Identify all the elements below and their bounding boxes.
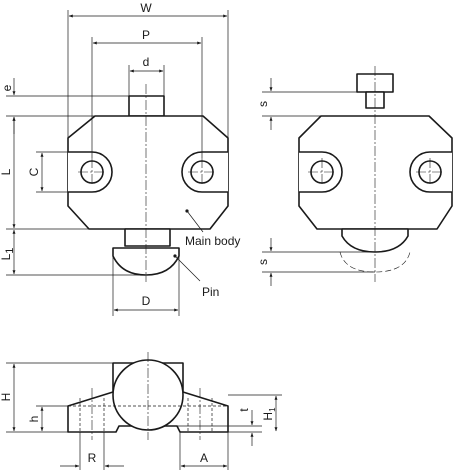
dim-C: C	[27, 151, 68, 193]
dim-A-label: A	[200, 451, 208, 465]
left-mounting-bore	[68, 151, 113, 193]
dim-H: H	[0, 362, 113, 433]
dim-L1-sub: 1	[4, 248, 16, 254]
dim-H1-sub: 1	[268, 407, 277, 412]
dim-t-label: t	[237, 408, 251, 412]
dim-H1-label: H	[261, 412, 275, 421]
dim-C-label: C	[27, 167, 41, 176]
dim-H-label: H	[0, 393, 13, 402]
right-mounting-bore	[181, 151, 228, 193]
dim-W-label: W	[140, 1, 152, 15]
dim-e-label: e	[0, 84, 14, 91]
dim-d-label: d	[143, 55, 150, 69]
svg-text:H1: H1	[261, 407, 277, 421]
dim-s-top-label: s	[256, 101, 270, 107]
dim-h: h	[27, 405, 68, 432]
dim-P-label: P	[142, 28, 150, 42]
dim-D-label: D	[142, 294, 151, 308]
dim-L1-label: L	[0, 253, 13, 260]
dim-h-label: h	[27, 416, 41, 423]
dim-s-bottom-label: s	[256, 259, 270, 265]
dim-P: P	[91, 28, 203, 158]
side-view: s s	[256, 66, 453, 286]
dim-t: t	[177, 408, 262, 446]
callout-pin-label: Pin	[202, 285, 219, 299]
front-view: W P d e L	[0, 1, 240, 316]
svg-text:L1: L1	[0, 248, 16, 261]
dim-A: A	[179, 432, 229, 470]
dim-L1: L1	[0, 229, 146, 276]
callout-main-body: Main body	[185, 209, 240, 248]
dim-D: D	[112, 256, 180, 316]
dim-L: L	[0, 116, 89, 230]
bottom-view: H h R A t	[0, 352, 282, 470]
top-knob	[128, 95, 165, 117]
dim-R-label: R	[88, 451, 97, 465]
side-right-bore	[409, 151, 452, 193]
dim-R: R	[60, 432, 124, 470]
dim-s-bottom: s	[256, 238, 375, 286]
dim-s-top: s	[256, 78, 357, 130]
dim-d: d	[128, 55, 165, 96]
dim-H1: H1	[228, 394, 282, 432]
callout-pin: Pin	[173, 254, 219, 299]
side-pin-phantom	[339, 251, 411, 273]
dim-W: W	[67, 1, 229, 138]
callout-main-body-label: Main body	[185, 234, 240, 248]
dim-L-label: L	[0, 168, 13, 175]
side-left-bore	[299, 151, 343, 193]
